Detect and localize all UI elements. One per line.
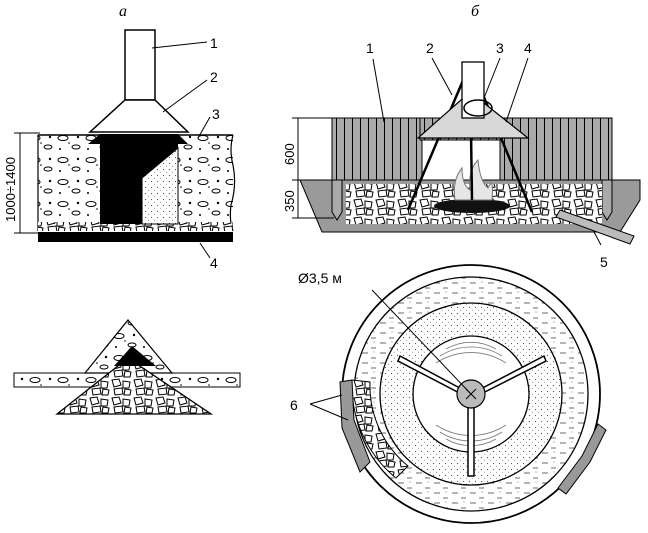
panel-a: а 1 2 3 4 1000÷1 <box>3 3 241 415</box>
callout-b-5: 5 <box>600 254 608 270</box>
callout-b-4: 4 <box>524 40 532 56</box>
chimney-pipe <box>124 29 156 101</box>
callout-b-6: 6 <box>290 397 298 413</box>
chimney-b <box>461 61 485 119</box>
stone-sector <box>351 379 409 479</box>
callout-b-1: 1 <box>366 40 374 56</box>
base-layer <box>38 232 233 242</box>
callout-a-1: 1 <box>210 35 218 51</box>
callout-a-2: 2 <box>210 69 218 85</box>
panel-b-section: б <box>282 3 641 270</box>
callout-b-2: 2 <box>426 40 434 56</box>
callout-a-4: 4 <box>210 255 218 271</box>
callout-a-3: 3 <box>212 106 220 122</box>
callout-b-3: 3 <box>496 40 504 56</box>
diameter-label: Ø3,5 м <box>298 270 342 286</box>
panel-a-letter: а <box>119 3 127 20</box>
panel-b-plan: Ø3,5 м 6 <box>290 264 607 524</box>
fire-icon <box>434 158 510 213</box>
palisade-right <box>499 117 613 181</box>
vent-openings <box>339 379 607 495</box>
hood <box>88 99 190 133</box>
sand-fill <box>141 146 179 225</box>
dimension-600: 600 <box>282 143 297 165</box>
dimension-350: 350 <box>282 190 297 212</box>
panel-b-letter: б <box>471 3 480 20</box>
stone-base <box>38 222 233 231</box>
poker-rod <box>555 209 635 245</box>
dimension-depth: 1000÷1400 <box>3 157 18 222</box>
palisade-left <box>331 117 423 181</box>
mound-section <box>13 319 241 415</box>
